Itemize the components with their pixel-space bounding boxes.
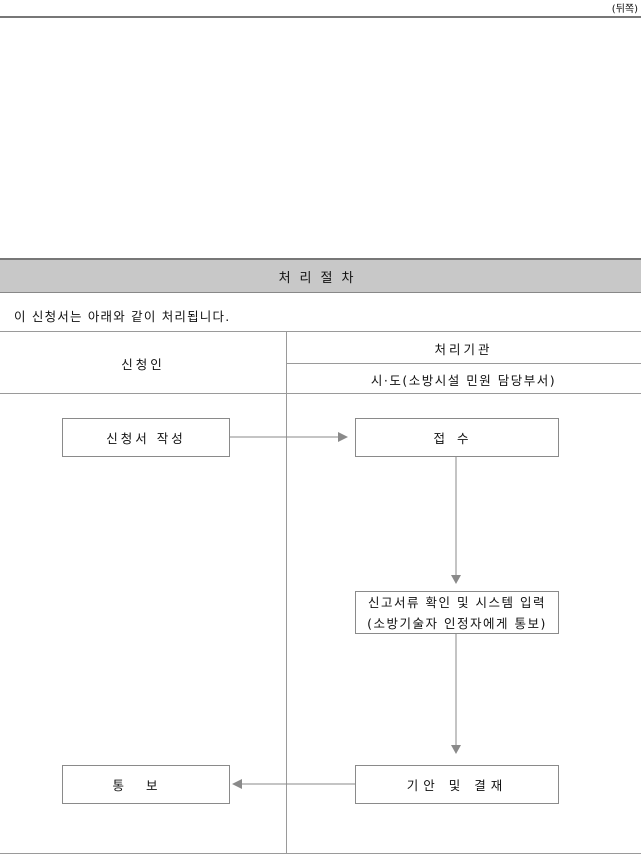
arrowhead-check	[451, 575, 461, 584]
step-check-line2: (소방기술자 인정자에게 통보)	[367, 615, 547, 631]
step-write-application-label: 신청서 작성	[106, 431, 186, 446]
intro-text: 이 신청서는 아래와 같이 처리됩니다.	[14, 309, 231, 324]
arrowhead-draft	[451, 745, 461, 754]
step-notify-label: 통보	[112, 778, 180, 793]
section-title: 처리절차	[278, 270, 363, 286]
back-page-label: (뒤쪽)	[611, 4, 638, 15]
step-check-line1: 신고서류 확인 및 시스템 입력	[368, 594, 546, 610]
header-bottom-line	[0, 393, 641, 394]
step-draft-approval-label: 기안 및 결재	[406, 778, 508, 793]
table-top-line	[0, 331, 641, 332]
step-notify: 통보	[62, 765, 230, 804]
step-receipt-label: 접수	[433, 431, 481, 446]
header-agency-name: 시·도(소방시설 민원 담당부서)	[370, 373, 557, 388]
step-check-documents: 신고서류 확인 및 시스템 입력 (소방기술자 인정자에게 통보)	[355, 591, 559, 634]
arrowhead-receipt	[338, 432, 348, 442]
section-title-band: 처리절차	[0, 258, 641, 293]
arrowhead-notify	[232, 779, 242, 789]
step-receipt: 접수	[355, 418, 559, 457]
agency-divider-line	[286, 363, 641, 364]
step-write-application: 신청서 작성	[62, 418, 230, 457]
table-bottom-line	[0, 853, 641, 854]
step-draft-approval: 기안 및 결재	[355, 765, 559, 804]
header-applicant: 신청인	[121, 357, 165, 372]
top-divider	[0, 16, 641, 18]
column-divider-line	[286, 331, 287, 854]
header-processing-agency: 처리기관	[434, 342, 493, 357]
